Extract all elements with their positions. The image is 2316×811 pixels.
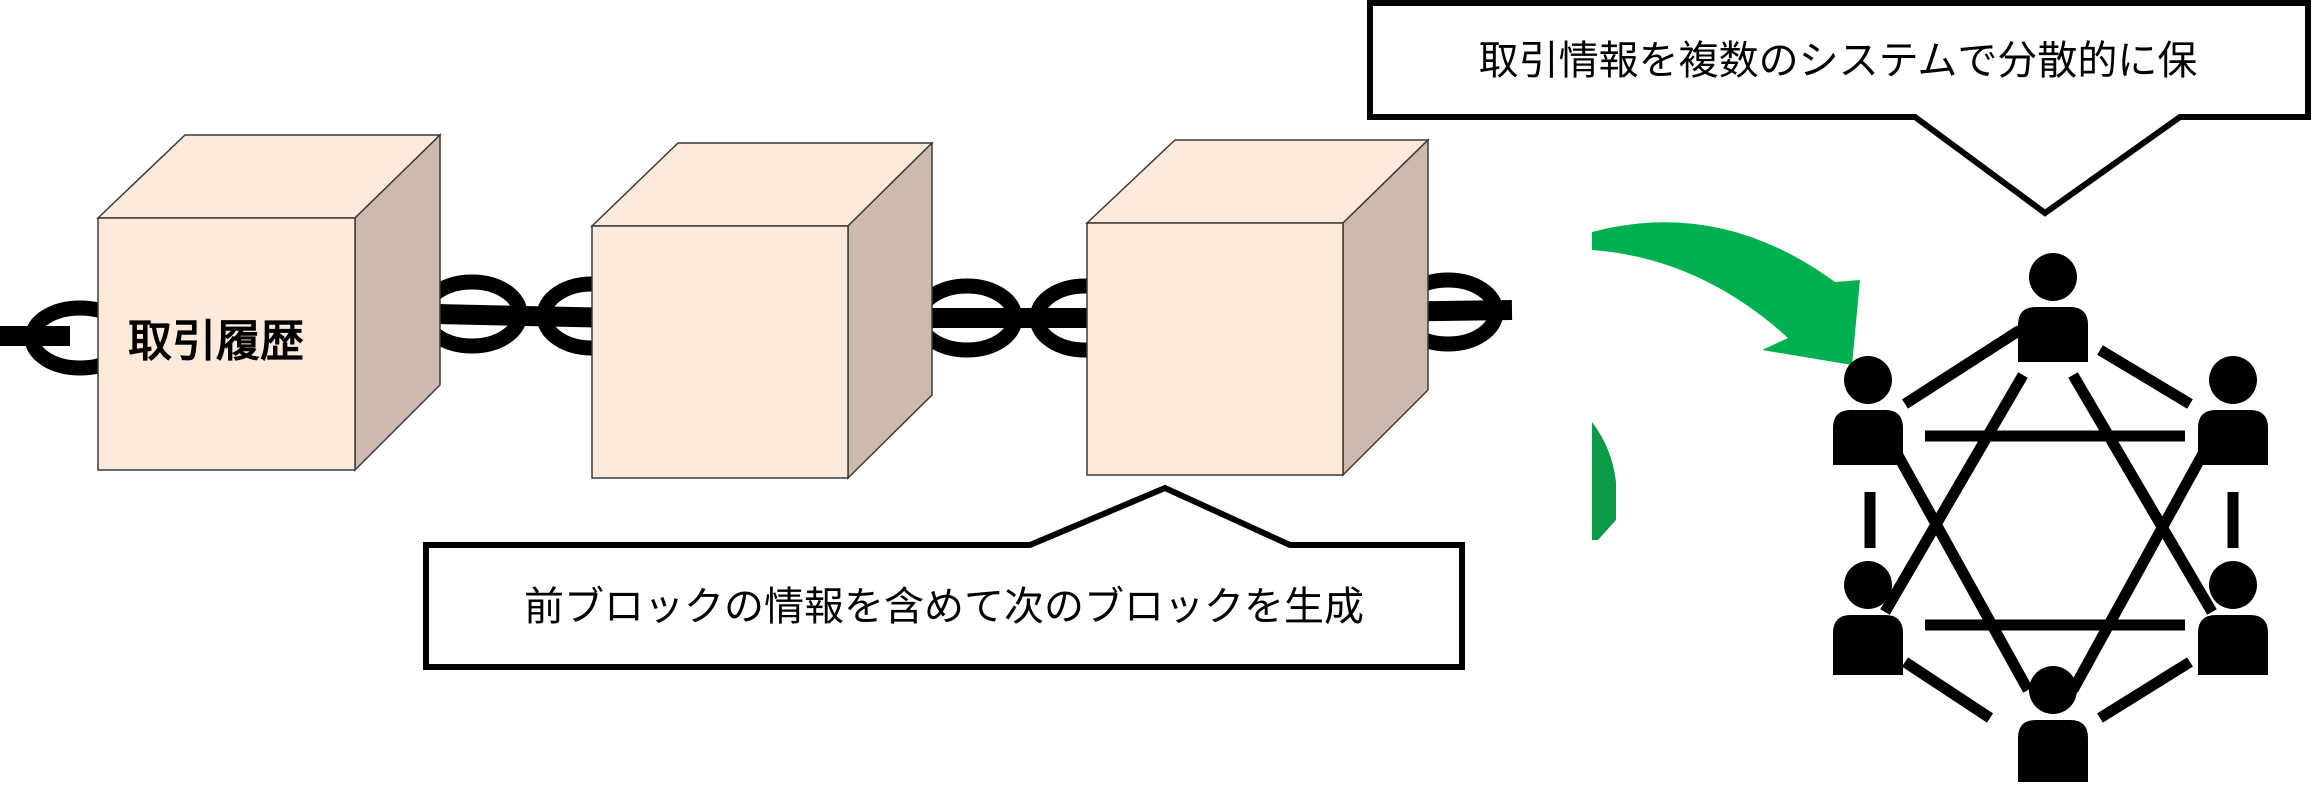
person-icon-top: [2018, 253, 2088, 362]
person-icon-upper-right: [2198, 356, 2268, 465]
person-icon-upper-left: [1833, 356, 1903, 465]
distributed-network: [1833, 253, 2268, 782]
person-icon-lower-left: [1833, 561, 1903, 675]
block-cube-3: [1087, 140, 1428, 475]
block-generation-callout: [426, 488, 1462, 667]
network-connections: [1870, 330, 2233, 718]
block-1-label: 取引履歴: [128, 316, 304, 367]
block-cube-1: [98, 135, 440, 470]
block-generation-text: 前ブロックの情報を含めて次のブロックを生成: [524, 584, 1364, 630]
person-icon-lower-right: [2198, 561, 2268, 675]
block-cube-2: [592, 143, 932, 478]
curved-arrow-icon: [1592, 222, 1860, 540]
distributed-storage-text: 取引情報を複数のシステムで分散的に保: [1479, 38, 2198, 84]
distributed-storage-callout: [1370, 3, 2308, 213]
